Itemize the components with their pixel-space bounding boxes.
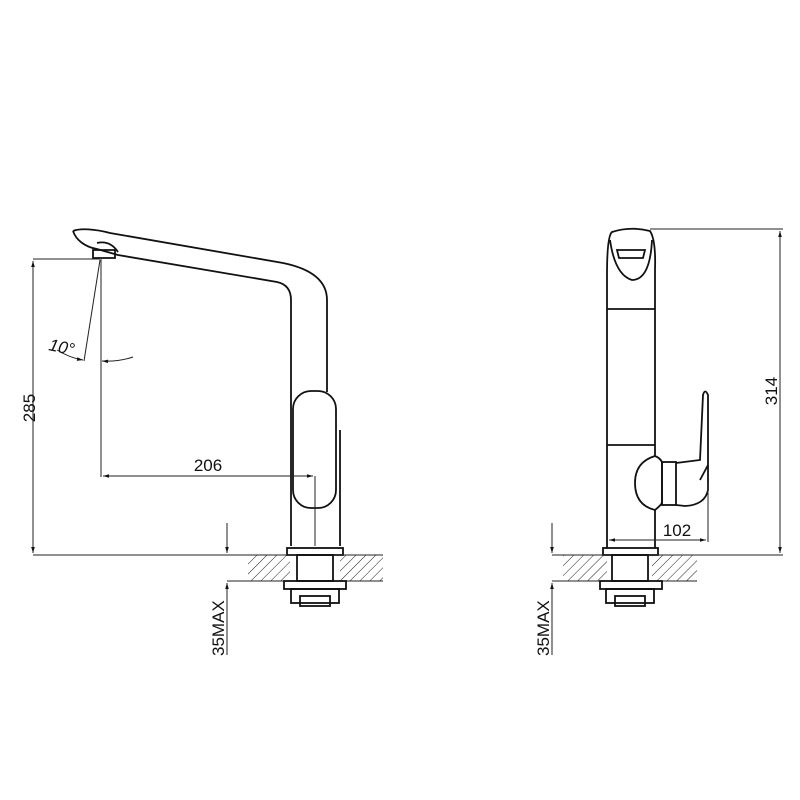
lever-detail <box>699 464 709 481</box>
angle-line <box>83 259 101 362</box>
spout-outline <box>72 228 328 392</box>
front-view: 285 206 10° 35MAX <box>20 228 383 656</box>
spout-head <box>609 239 653 281</box>
hatch-right <box>340 555 383 581</box>
base-flange <box>602 547 659 556</box>
fitting <box>290 588 340 604</box>
aerator <box>92 241 119 259</box>
reach-label: 206 <box>194 456 222 475</box>
handle-bulb <box>634 455 663 511</box>
angle-arc-right <box>101 356 134 364</box>
height-label: 314 <box>762 377 781 405</box>
handle-label: 102 <box>663 521 691 540</box>
nut <box>599 580 663 590</box>
shank <box>611 554 649 582</box>
fitting-bottom <box>299 595 331 607</box>
height-label: 285 <box>20 394 39 422</box>
spout-inner <box>72 230 292 546</box>
shank <box>296 554 334 582</box>
angle-arc-left <box>56 349 84 361</box>
hatch-left <box>248 555 290 581</box>
hatch-right <box>652 555 697 581</box>
cartridge <box>661 461 677 506</box>
base-flange <box>286 547 344 556</box>
side-view: 314 102 35MAX <box>534 227 783 656</box>
counter-label: 35MAX <box>534 600 553 656</box>
hatch-left <box>563 555 607 581</box>
lever <box>675 390 709 507</box>
angle-label: 10° <box>47 335 76 359</box>
body-outline <box>606 227 657 548</box>
counter-label: 35MAX <box>209 600 228 656</box>
nut <box>283 580 347 590</box>
fitting <box>605 588 655 604</box>
fitting-bottom <box>614 595 646 607</box>
